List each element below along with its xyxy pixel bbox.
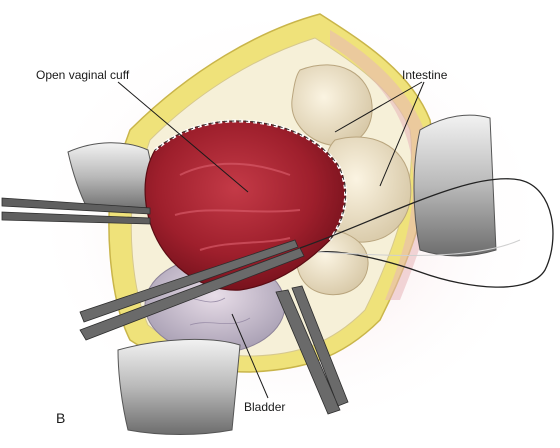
label-open-vaginal-cuff: Open vaginal cuff xyxy=(36,68,130,82)
panel-letter: B xyxy=(56,410,66,426)
label-bladder: Bladder xyxy=(244,400,286,414)
cuff-suture-line xyxy=(154,119,348,241)
leader-open-vaginal-cuff xyxy=(117,81,249,193)
tissue-blush xyxy=(330,30,433,300)
cuff-suture-line-dark xyxy=(154,120,347,241)
retractor-blade-bottom xyxy=(117,338,241,435)
needle-holder xyxy=(79,239,305,341)
suture-thread-tail xyxy=(317,239,521,256)
retractor-blade-right xyxy=(413,114,497,257)
clamp-bottom xyxy=(275,285,349,415)
suture-thread xyxy=(299,178,554,288)
clamp-upper-left xyxy=(1,197,151,225)
leader-intestine-1 xyxy=(334,81,423,133)
cuff-inner-folds xyxy=(174,162,301,251)
leader-bladder xyxy=(231,313,269,399)
leader-intestine-2 xyxy=(379,81,425,187)
label-intestine: Intestine xyxy=(402,68,448,82)
